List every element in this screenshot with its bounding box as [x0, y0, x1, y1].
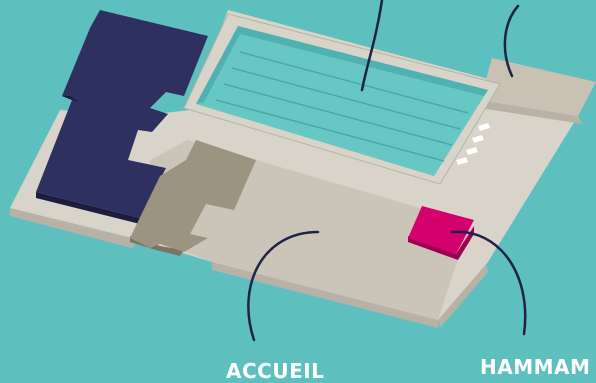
leader-line-pool	[360, 0, 384, 92]
deck-side-right	[212, 262, 438, 328]
annex-side	[480, 100, 582, 124]
hammam-block-side	[408, 226, 474, 260]
terrace-zone	[130, 140, 256, 252]
leader-line-annex	[503, 4, 520, 78]
starting-block	[478, 123, 490, 131]
annex-platform	[480, 58, 596, 116]
lane-line	[239, 51, 469, 114]
label-hammam: HAMMAM	[480, 355, 591, 379]
leader-line-hammam	[450, 230, 527, 336]
deck-side-east	[438, 264, 488, 328]
lane-line	[223, 83, 453, 146]
deck-side	[10, 208, 140, 248]
reception-building-edge	[62, 96, 80, 102]
pool-water	[196, 26, 488, 176]
lane-line	[231, 67, 461, 130]
leader-line-accueil	[247, 230, 320, 342]
hammam-block	[408, 206, 474, 254]
reception-building-side	[36, 192, 140, 224]
starting-block	[472, 135, 484, 143]
lane-line	[215, 99, 445, 162]
label-accueil: ACCUEIL	[226, 359, 325, 383]
starting-block	[456, 157, 468, 165]
starting-block	[466, 147, 478, 155]
reception-building	[36, 10, 208, 218]
